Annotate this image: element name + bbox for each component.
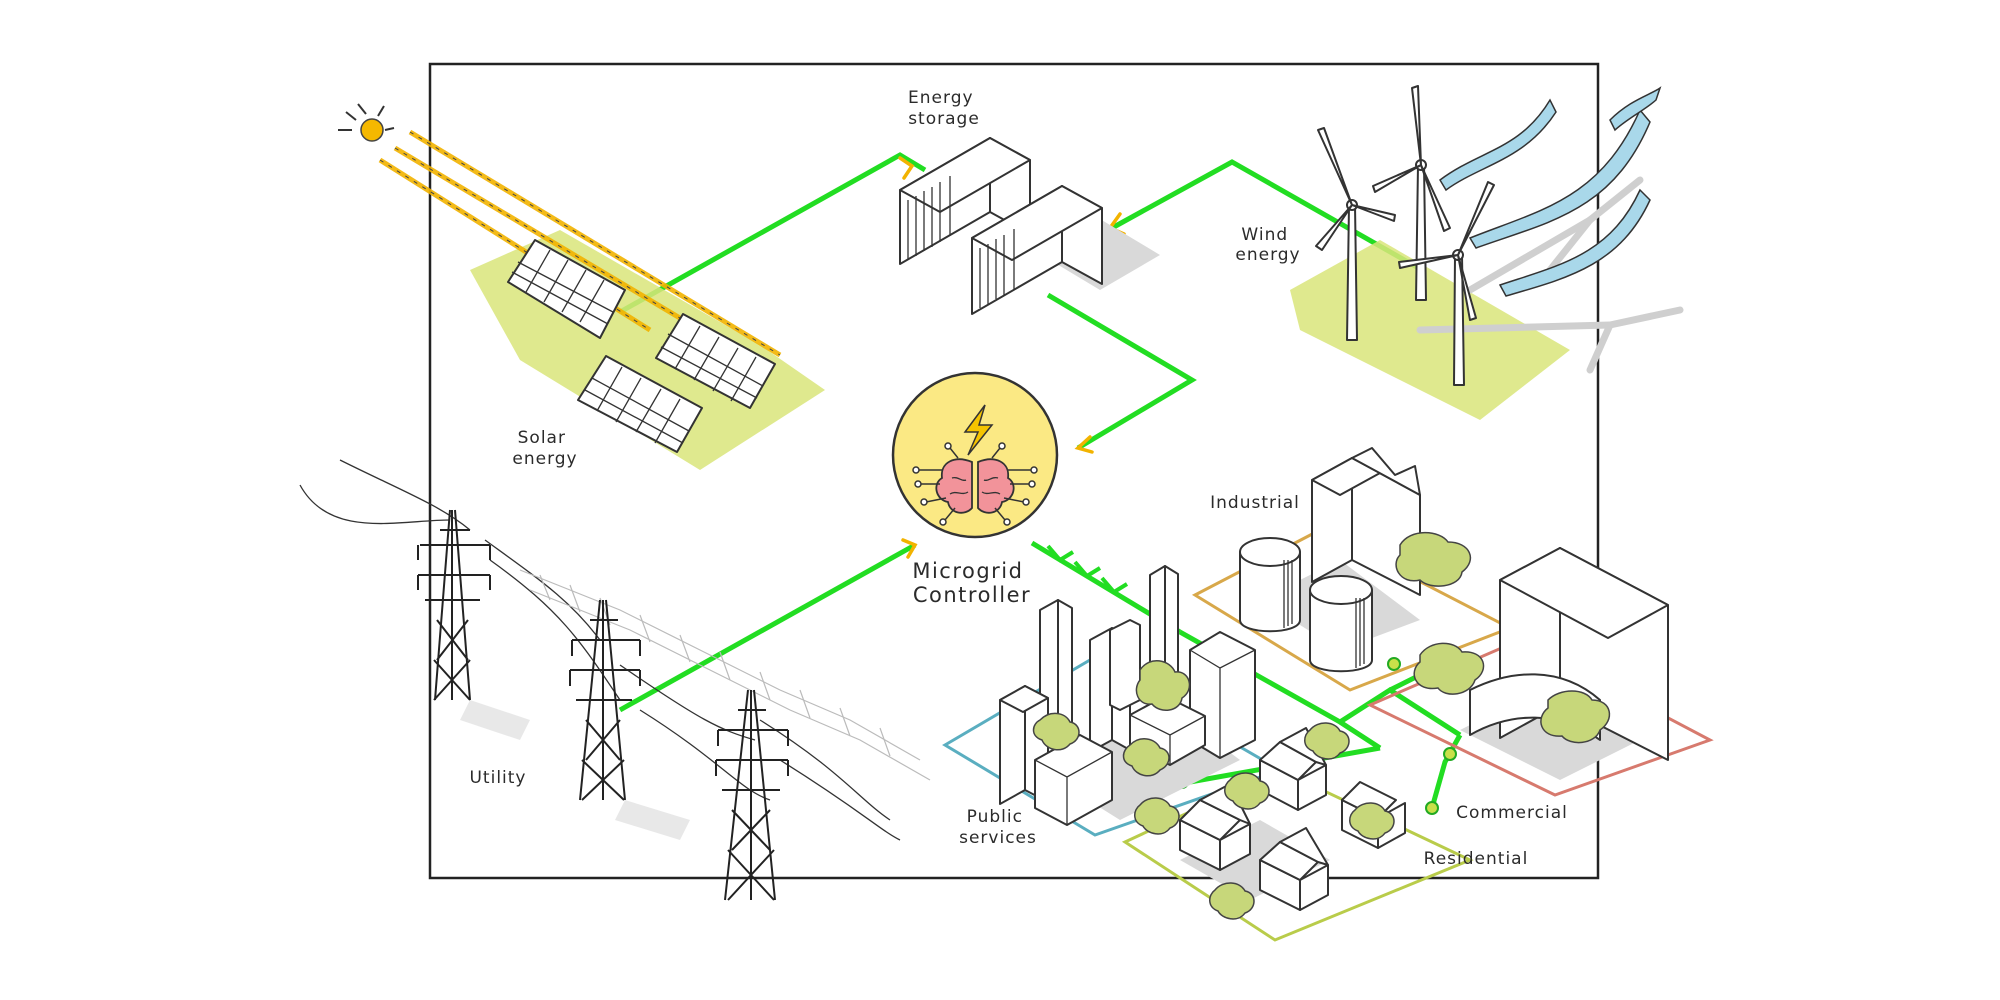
tree-icon [1304,722,1350,760]
sun-icon [338,103,395,142]
controller-badge [891,371,1059,539]
wind-energy-label: Wind energy [1235,225,1300,265]
lightning-bolt-icon [963,404,994,456]
public-services-buildings: Public services [959,565,1256,848]
wind-turbine-icon [1398,181,1495,386]
tree-icon [1122,738,1170,777]
tree-icon [1134,797,1180,835]
storage-silo-icon [1239,537,1301,633]
house-icon [1259,727,1327,811]
tree-icon [1540,690,1611,744]
house-icon [1179,783,1251,871]
industrial-label: Industrial [1210,493,1300,513]
wind-ribbons [1439,86,1662,297]
house-icon [1259,827,1329,911]
tree-icon [1224,772,1270,810]
solar-panel-icon [655,313,776,409]
wind-turbine-icon [1315,127,1396,341]
solar-energy-label: Solar energy [512,428,577,469]
energy-storage-label: Energy storage [908,88,980,129]
utility-grid: Utility [299,459,931,901]
industrial-buildings: Industrial [1210,447,1472,673]
battery-cabinet-icon [899,137,1031,265]
residential-buildings: Residential [1134,722,1529,920]
transmission-tower-icon [417,509,491,701]
building-icon [1109,619,1141,711]
building-icon [1034,734,1113,826]
tree-icon [1032,712,1080,751]
residential-label: Residential [1424,849,1529,869]
wind-turbine-icon [1372,85,1451,301]
solar-array [338,103,825,470]
battery-cabinet-icon [971,185,1103,315]
tree-icon [1349,802,1395,840]
tree-icon [1413,642,1485,695]
solar-panel-icon [577,355,703,453]
solar-panel-icon [507,239,626,339]
commercial-label: Commercial [1456,803,1568,823]
utility-label: Utility [469,768,526,788]
transmission-tower-icon [569,599,641,801]
tree-icon [1395,531,1472,587]
public-services-label: Public services [959,807,1037,848]
flow-chevrons [1046,544,1129,595]
building-icon [999,685,1049,805]
tree-icon [1135,660,1191,711]
transmission-tower-icon [715,689,789,901]
controller-label: Microgrid Controller [912,559,1031,607]
brain-icon [912,442,1038,526]
diagram-frame [428,62,1600,880]
tree-icon [1209,882,1255,920]
microgrid-controller: Microgrid Controller [891,371,1059,607]
wind-farm: Wind energy [1235,85,1684,420]
energy-storage: Energy storage [899,88,1160,315]
storage-silo-icon [1309,575,1373,673]
building-icon [1039,599,1073,731]
commercial-buildings: Commercial [1413,547,1669,823]
